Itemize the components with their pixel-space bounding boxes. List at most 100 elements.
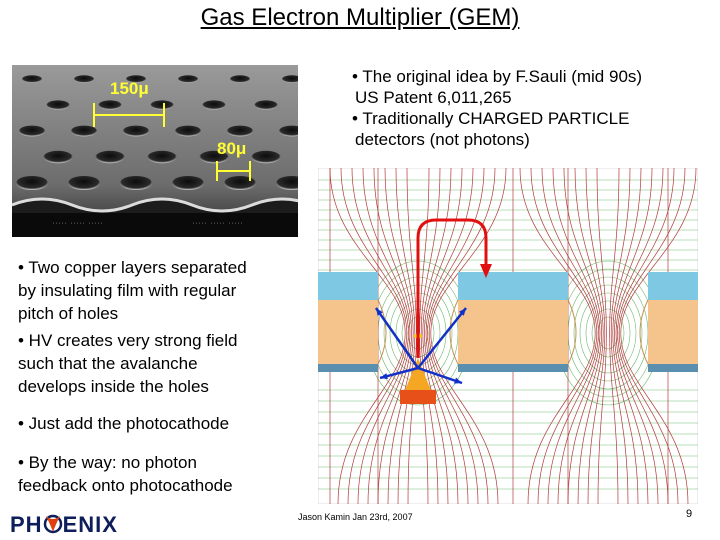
sem-hole — [230, 75, 250, 83]
field-line — [340, 167, 408, 505]
sem-hole — [120, 176, 152, 190]
hole-diameter-label: 80μ — [217, 139, 247, 158]
bullet-no-feedback: feedback onto photocathode — [18, 476, 233, 495]
field-line — [519, 167, 596, 505]
sem-hole — [178, 75, 198, 83]
field-line — [609, 167, 620, 505]
bullet-pitch-of-holes: pitch of holes — [18, 304, 119, 323]
sem-hole — [251, 150, 281, 164]
bullet-hv-field: • HV creates very strong field — [18, 331, 238, 350]
field-line — [351, 167, 409, 505]
sem-hole — [199, 150, 229, 164]
field-line — [620, 167, 697, 505]
bullet-by-the-way: • By the way: no photon — [18, 453, 197, 472]
sem-hole — [123, 125, 149, 137]
sem-hole — [254, 100, 278, 110]
kapton-insulator — [648, 300, 698, 364]
field-line — [615, 167, 664, 505]
sem-hole — [74, 75, 94, 83]
field-line — [395, 167, 416, 505]
bullet-insulating-film: by insulating film with regular — [18, 281, 237, 300]
field-line — [430, 167, 507, 505]
equipotential-loop — [591, 308, 625, 358]
kapton-insulator — [458, 300, 568, 364]
equipotential-loop — [585, 300, 631, 366]
phenix-logo: PH ENIX — [10, 512, 118, 538]
bottom-copper-layer — [648, 364, 698, 372]
bullet-original-idea: • The original idea by F.Sauli (mid 90s) — [352, 67, 643, 86]
footer-text: Jason Kamin Jan 23rd, 2007 — [298, 512, 413, 522]
bullet-patent: US Patent 6,011,265 — [355, 88, 512, 107]
field-line — [420, 167, 441, 505]
svg-text:····· ····· ·····: ····· ····· ····· — [192, 221, 243, 227]
bullet-charged-particle: • Traditionally CHARGED PARTICLE — [352, 109, 630, 128]
field-line — [406, 167, 417, 505]
sem-hole — [224, 176, 256, 190]
photon-arrowhead — [458, 308, 466, 316]
sem-hole — [282, 75, 298, 83]
gem-field-diagram — [317, 167, 699, 505]
avalanche-base — [400, 390, 436, 404]
bullet-avalanche: such that the avalanche — [18, 354, 198, 373]
photon-arrow — [417, 307, 467, 369]
phoenix-bird-logo-icon — [43, 512, 63, 534]
equipotential-loop — [573, 284, 643, 382]
photon-arrow — [374, 307, 420, 369]
top-copper-layer — [458, 272, 568, 300]
sem-hole — [19, 125, 45, 137]
field-line — [541, 167, 599, 505]
hole-wall — [639, 299, 649, 365]
field-line — [617, 167, 675, 505]
top-copper-layer — [318, 272, 378, 300]
kapton-insulator — [318, 300, 378, 364]
bottom-copper-layer — [458, 364, 568, 372]
field-line — [362, 167, 411, 505]
photon-arrowhead — [376, 308, 383, 316]
sem-hole — [126, 75, 146, 83]
feedback-arrow — [416, 218, 488, 358]
photon-arrow — [417, 366, 463, 385]
feedback-arrowhead — [480, 264, 492, 278]
field-line — [563, 167, 602, 505]
field-line — [425, 167, 474, 505]
bottom-copper-layer — [318, 364, 378, 372]
bullet-inside-holes: develops inside the holes — [18, 377, 209, 396]
sem-hole — [227, 125, 253, 137]
field-line — [428, 167, 496, 505]
equipotential-loop — [597, 316, 619, 350]
page-number: 9 — [686, 508, 693, 520]
field-line — [427, 167, 485, 505]
field-line — [419, 167, 430, 505]
field-line — [552, 167, 601, 505]
svg-text:····· ····· ·····: ····· ····· ····· — [52, 221, 103, 227]
logo-text-right: ENIX — [62, 512, 118, 537]
sem-hole — [175, 125, 201, 137]
hole-wall — [377, 299, 387, 365]
field-line — [612, 167, 642, 505]
sem-hole — [150, 100, 174, 110]
photon-arrowhead — [380, 373, 388, 380]
sem-hole — [16, 176, 48, 190]
sem-hole — [147, 150, 177, 164]
sem-hole — [71, 125, 97, 137]
hole-wall — [449, 299, 459, 365]
sem-hole — [22, 75, 42, 83]
bullet-copper-layers: • Two copper layers separated — [18, 258, 247, 277]
sem-hole — [68, 176, 100, 190]
slide-title: Gas Electron Multiplier (GEM) — [200, 4, 520, 31]
sem-hole — [43, 150, 73, 164]
field-line — [618, 167, 686, 505]
field-line — [424, 167, 463, 505]
field-line — [614, 167, 653, 505]
sem-hole — [98, 100, 122, 110]
bullet-photocathode: • Just add the photocathode — [18, 414, 230, 433]
equipotential-loop — [579, 292, 637, 374]
field-line — [585, 167, 606, 505]
sem-hole — [95, 150, 125, 164]
field-line — [373, 167, 412, 505]
field-line — [422, 167, 452, 505]
logo-text-left: PH — [10, 512, 43, 537]
pitch-dimension-label: 150μ — [110, 79, 149, 98]
field-line — [384, 167, 414, 505]
sem-hole — [172, 176, 204, 190]
